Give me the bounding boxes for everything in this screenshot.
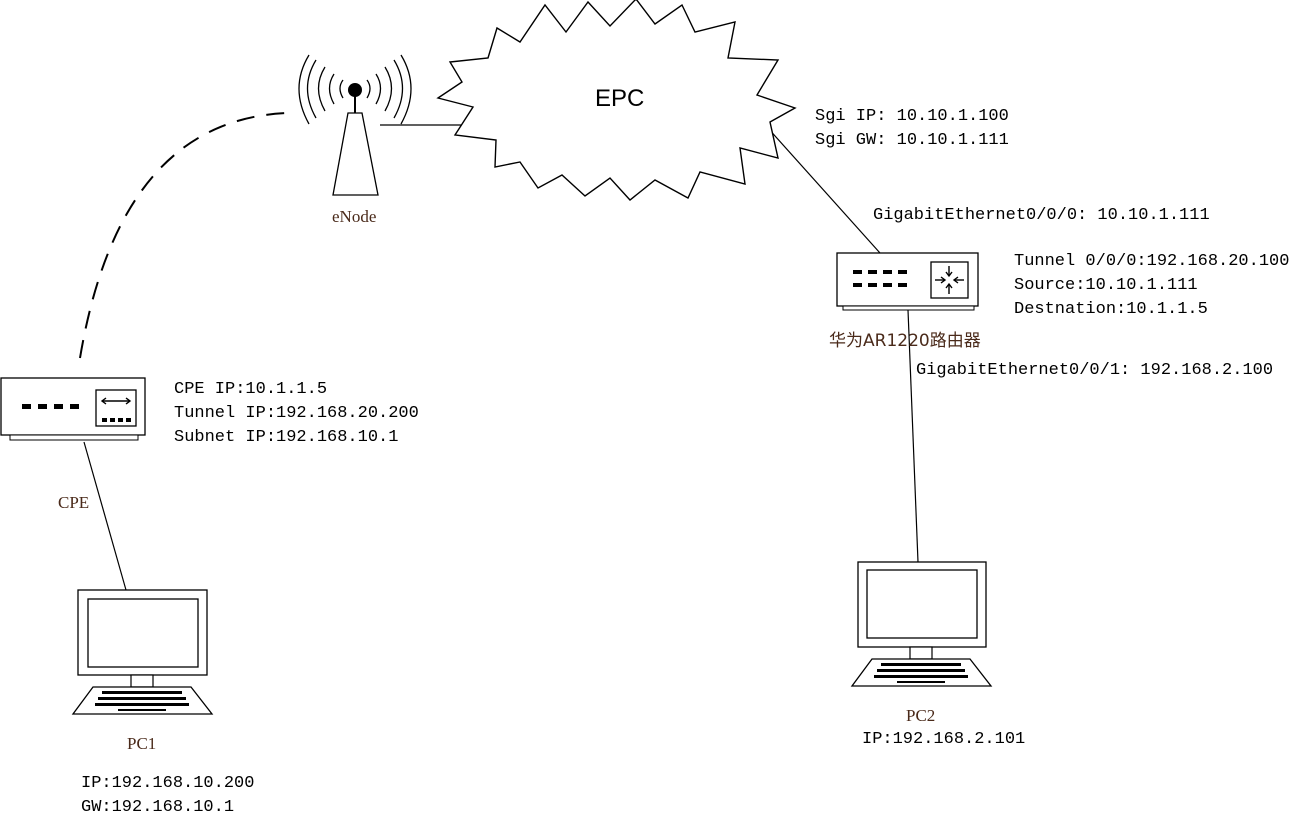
cloud-icon xyxy=(436,0,797,201)
sgi-ip: Sgi IP: 10.10.1.100 xyxy=(815,107,1009,126)
cpe-tunnel-ip: Tunnel IP:192.168.20.200 xyxy=(174,404,419,423)
cpe-label: CPE xyxy=(58,493,89,512)
antenna-tower-icon xyxy=(298,54,412,196)
router-source: Source:10.10.1.111 xyxy=(1014,276,1198,295)
epc-label: EPC xyxy=(595,85,644,112)
desktop-computer-icon xyxy=(850,561,993,687)
epc-router-link xyxy=(757,116,881,254)
cpe-ip: CPE IP:10.1.1.5 xyxy=(174,380,327,399)
pc2-ip: IP:192.168.2.101 xyxy=(862,730,1025,749)
antenna-hub xyxy=(348,83,362,97)
router-destination: Destnation:10.1.1.5 xyxy=(1014,300,1208,319)
wireless-link xyxy=(79,112,288,359)
router-pc2-link xyxy=(907,309,919,563)
cpe-pc1-link xyxy=(83,441,127,591)
pc1-label: PC1 xyxy=(127,734,156,753)
cpe-subnet-ip: Subnet IP:192.168.10.1 xyxy=(174,428,398,447)
router-uplink-label: GigabitEthernet0/0/0: 10.10.1.111 xyxy=(873,206,1210,225)
router-icon xyxy=(836,252,979,311)
pc2-label: PC2 xyxy=(906,706,935,725)
router-tunnel: Tunnel 0/0/0:192.168.20.100 xyxy=(1014,252,1289,271)
cpe-switch-icon xyxy=(0,377,146,441)
sgi-gw: Sgi GW: 10.10.1.111 xyxy=(815,131,1009,150)
desktop-computer-icon xyxy=(71,589,214,715)
router-name: 华为AR1220路由器 xyxy=(829,331,981,351)
enode-label: eNode xyxy=(332,207,376,226)
pc1-gw: GW:192.168.10.1 xyxy=(81,798,234,817)
pc1-ip: IP:192.168.10.200 xyxy=(81,774,254,793)
router-downlink-label: GigabitEthernet0/0/1: 192.168.2.100 xyxy=(916,361,1273,380)
